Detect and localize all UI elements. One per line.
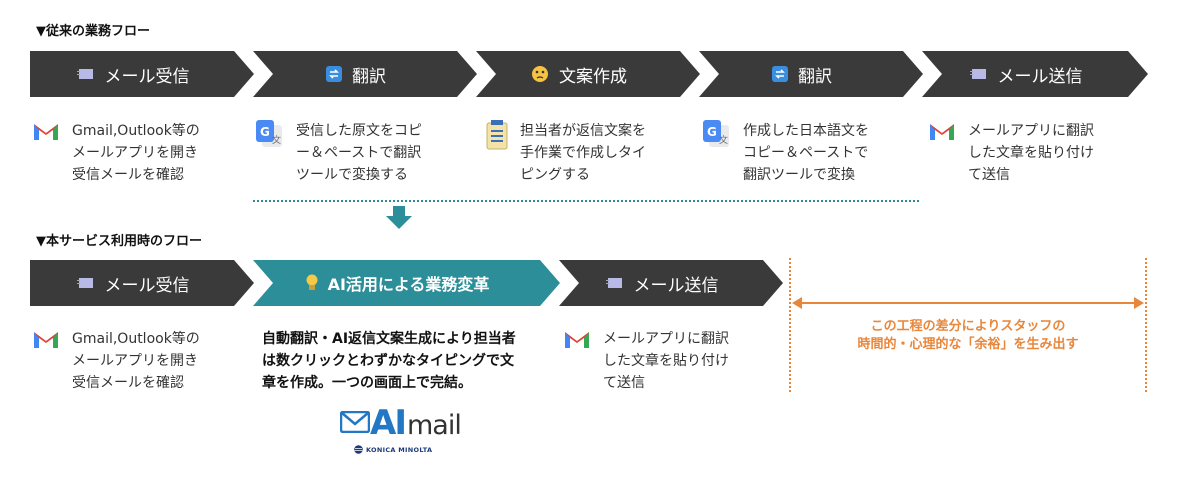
gmail-icon [565,332,589,348]
new-flow-title: ▼本サービス利用時のフロー [36,234,202,249]
svg-text:G: G [707,125,717,139]
konica-minolta-logo-icon [354,445,363,454]
step-label: 文案作成 [559,66,627,87]
logo-mail-text: mail [407,410,462,441]
new-step-send-mail: メール送信 [559,260,783,306]
conventional-flow-title: ▼従来の業務フロー [36,24,150,39]
brand-text: KONICA MINOLTA [366,445,433,454]
difference-note: この工程の差分によりスタッフの 時間的・心理的な「余裕」を生み出す [790,318,1146,354]
new-desc-receive-mail: Gmail,Outlook等の メールアプリを開き 受信メールを確認 [32,328,200,394]
step-label: メール受信 [104,275,190,296]
step-label: AI活用による業務変革 [327,275,490,294]
step-send-mail: メール送信 [922,51,1148,97]
translate-icon [326,66,342,82]
svg-text:G: G [260,125,270,139]
desc-text: Gmail,Outlook等の メールアプリを開き 受信メールを確認 [72,123,200,183]
step-translate-2: 翻訳 [699,51,923,97]
svg-text:文: 文 [719,134,728,146]
lightbulb-icon [306,274,318,290]
down-arrow-icon [386,206,412,229]
mail-icon [76,69,93,79]
envelope-logo-icon [340,411,370,433]
notepad-icon [486,120,508,150]
double-arrow-icon [792,297,1144,309]
desc-text: 担当者が返信文案を 手作業で作成しタイ ピングする [520,123,646,183]
desc-text: 自動翻訳・AI返信文案生成により担当者 は数クリックとわずかなタイピングで文 章… [262,331,516,391]
logo-ai-text: AI [370,403,407,443]
mail-icon [605,278,622,288]
desc-text: メールアプリに翻訳 した文章を貼り付け て送信 [968,123,1094,183]
step-draft: 文案作成 [476,51,700,97]
thinking-face-icon [532,66,548,82]
mail-icon [76,278,93,288]
step-label: メール送信 [633,275,719,296]
desc-text: 受信した原文をコピ ー＆ペーストで翻訳 ツールで変換する [296,123,422,183]
new-step-ai-transformation: AI活用による業務変革 [253,260,560,306]
google-translate-icon: G文 [703,120,729,147]
desc-text: メールアプリに翻訳 した文章を貼り付け て送信 [603,331,729,391]
gmail-icon [34,124,58,140]
desc-text: 作成した日本語文を コピー＆ペーストで 翻訳ツールで変換 [743,123,869,183]
difference-note-line1: この工程の差分によりスタッフの [870,319,1066,334]
desc-send-mail: メールアプリに翻訳 した文章を貼り付け て送信 [928,120,1094,186]
difference-right-boundary [1145,258,1147,392]
new-desc-ai: 自動翻訳・AI返信文案生成により担当者 は数クリックとわずかなタイピングで文 章… [262,328,516,394]
step-label: 翻訳 [798,66,832,87]
brand-mark: KONICA MINOLTA [354,445,432,454]
new-desc-send-mail: メールアプリに翻訳 した文章を貼り付け て送信 [563,328,729,394]
google-translate-icon: G文 [256,120,282,147]
step-label: メール受信 [104,66,190,87]
svg-text:文: 文 [272,134,281,146]
step-receive-mail: メール受信 [30,51,254,97]
difference-note-line2: 時間的・心理的な「余裕」を生み出す [857,337,1079,352]
difference-left-boundary [789,258,791,392]
desc-receive-mail: Gmail,Outlook等の メールアプリを開き 受信メールを確認 [32,120,200,186]
new-step-receive-mail: メール受信 [30,260,254,306]
gmail-icon [930,124,954,140]
gmail-icon [34,332,58,348]
step-label: 翻訳 [352,66,386,87]
step-label: メール送信 [997,66,1083,87]
separator-dotted-line [253,200,919,202]
aimail-logo: AI mail KONICA MINOLTA [340,403,462,459]
translate-icon [772,66,788,82]
desc-draft: 担当者が返信文案を 手作業で作成しタイ ピングする [486,120,646,186]
desc-text: Gmail,Outlook等の メールアプリを開き 受信メールを確認 [72,331,200,391]
mail-icon [969,69,986,79]
step-translate-1: 翻訳 [253,51,477,97]
